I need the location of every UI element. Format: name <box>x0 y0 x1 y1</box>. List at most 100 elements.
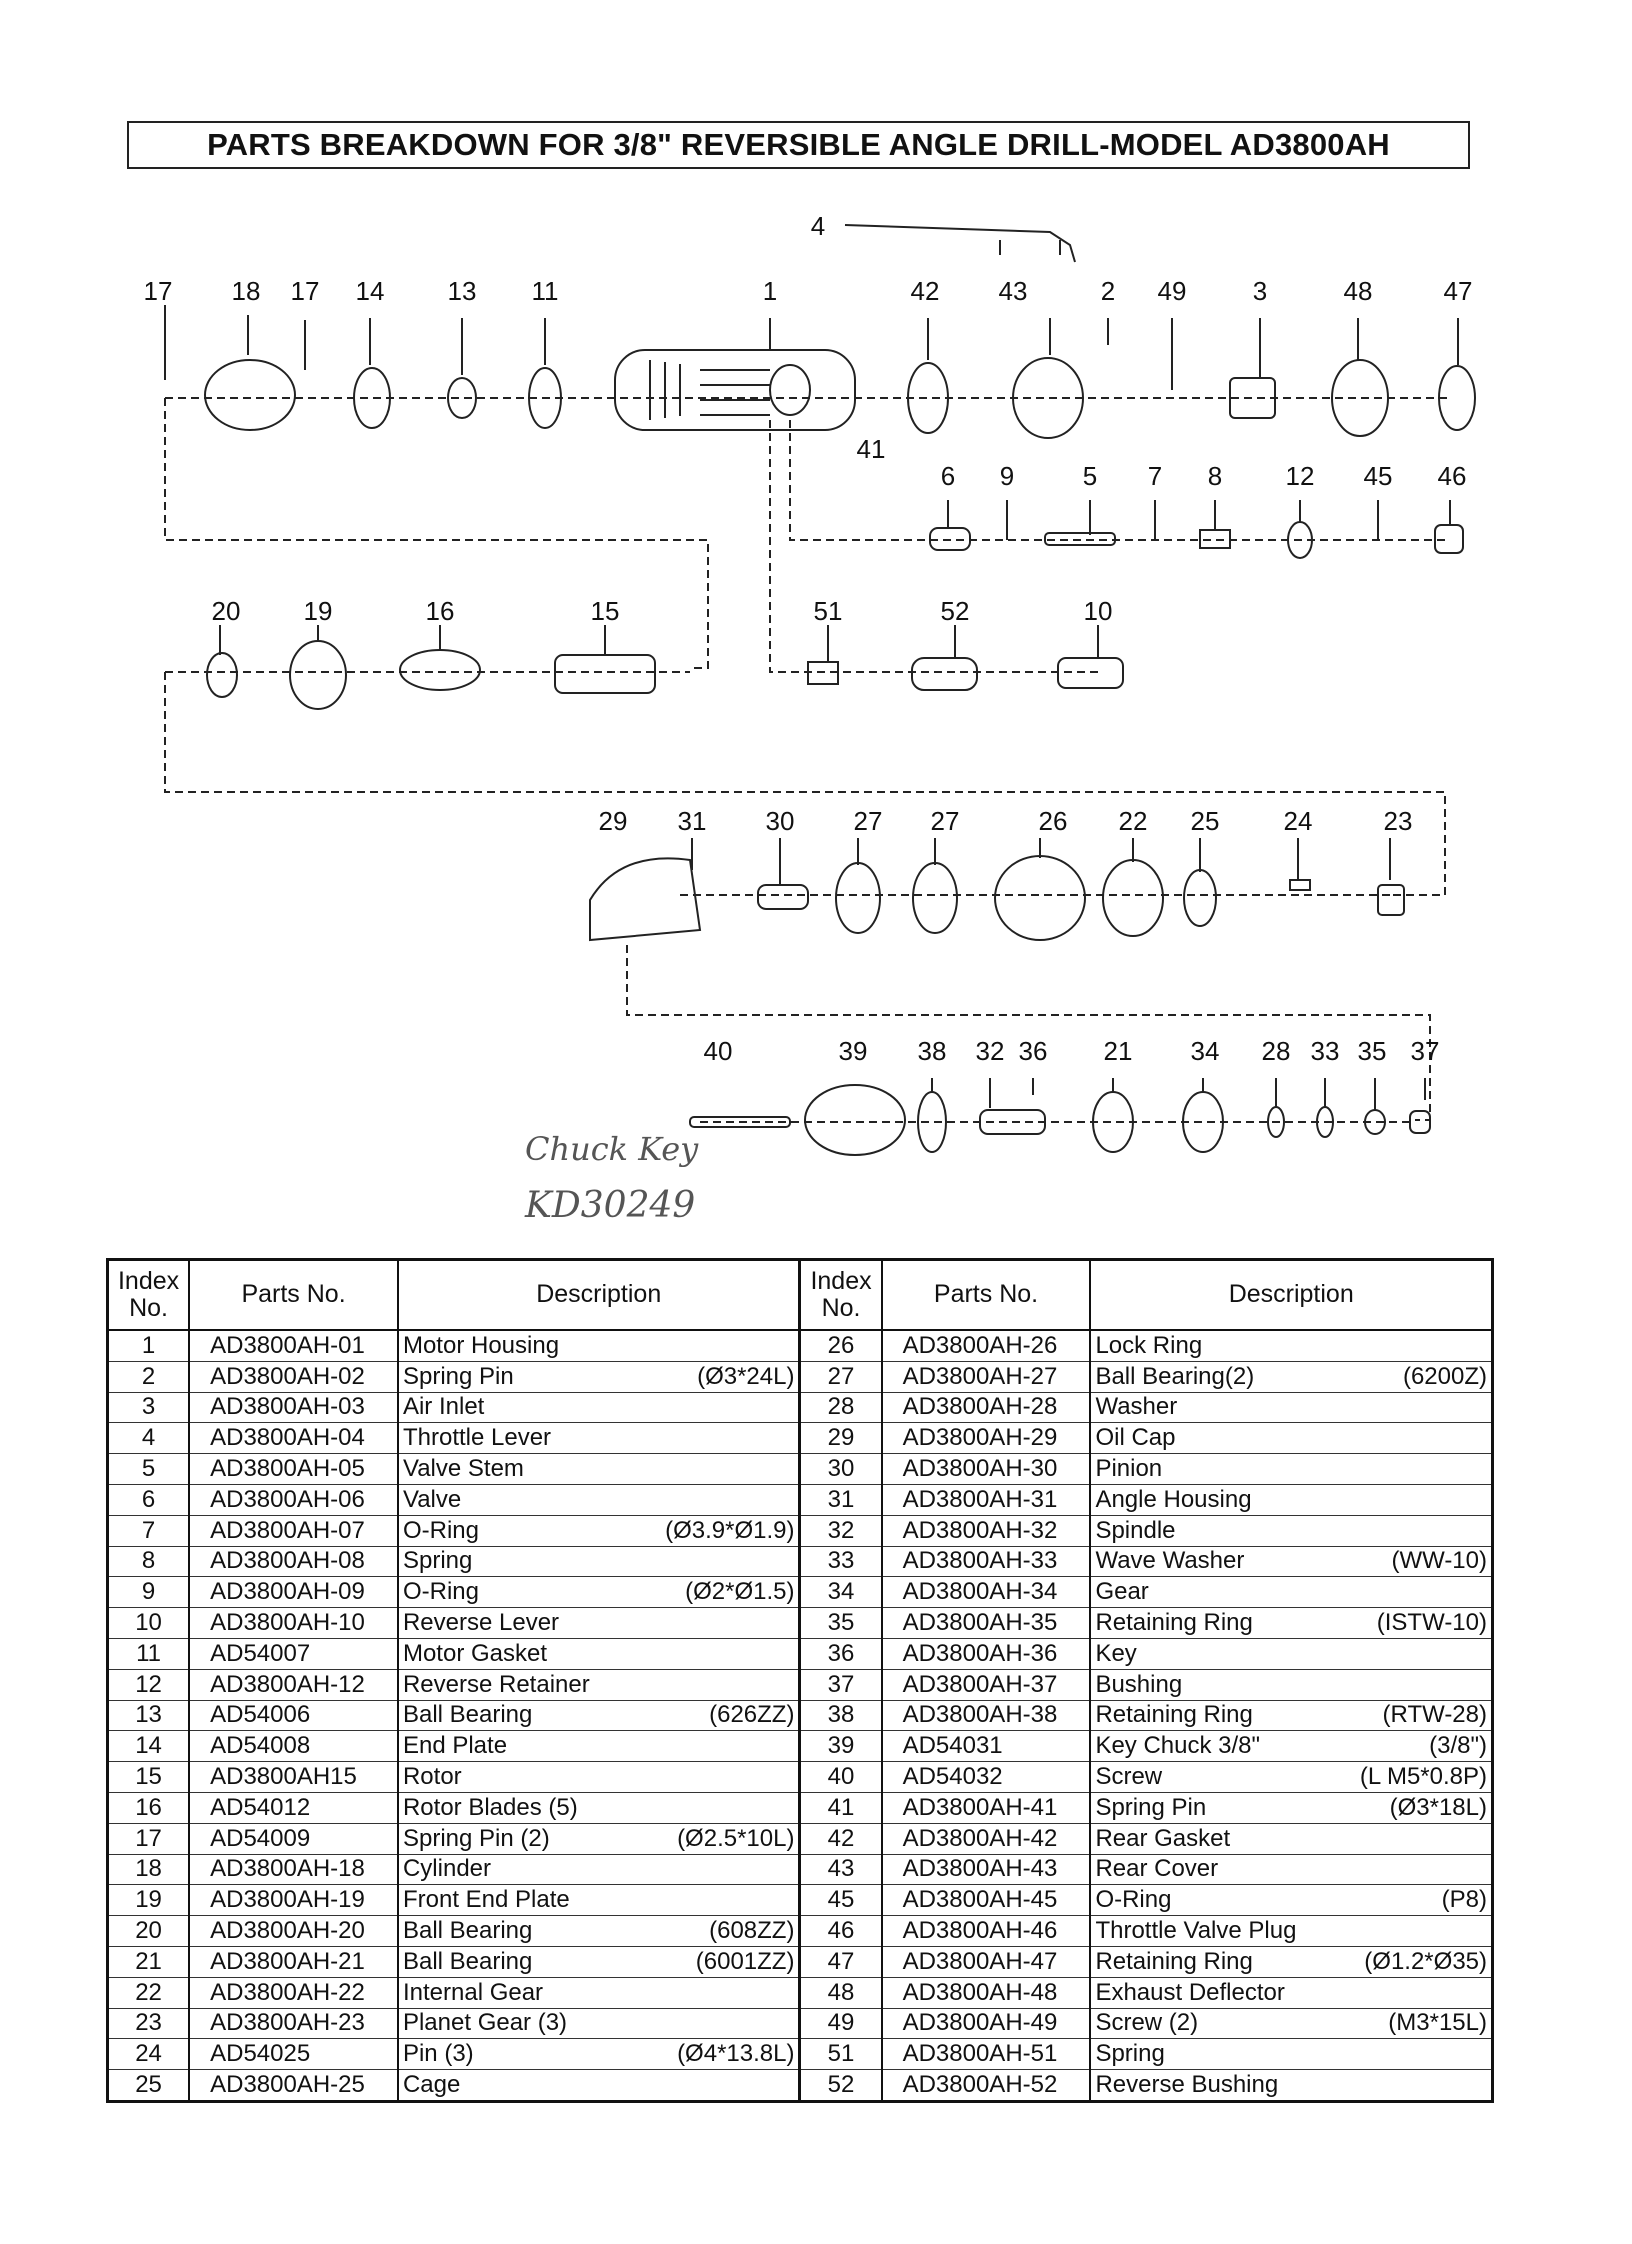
index-cell: 4 <box>106 1422 191 1455</box>
ball-bearing-20-part <box>206 652 238 698</box>
index-cell: 39 <box>798 1730 883 1763</box>
index-cell: 15 <box>106 1761 191 1793</box>
parts-no-cell: AD3800AH-12 <box>188 1668 399 1701</box>
description-cell: Oil Cap <box>1089 1422 1494 1455</box>
description-text: Lock Ring <box>1095 1331 1203 1359</box>
valve-stem-part <box>1044 532 1116 546</box>
description-spec: (Ø3*24L) <box>697 1362 795 1390</box>
index-cell: 47 <box>798 1945 883 1978</box>
index-cell: 29 <box>798 1422 883 1455</box>
part-label: 39 <box>839 1036 868 1066</box>
throttle-lever-part <box>844 224 1076 263</box>
parts-no-cell: AD3800AH-06 <box>188 1483 399 1516</box>
part-label: 52 <box>941 596 970 626</box>
description-cell: Spring Pin(Ø3*24L) <box>396 1360 801 1393</box>
part-label: 37 <box>1411 1036 1440 1066</box>
part-label: 12 <box>1286 461 1315 491</box>
description-cell: Valve Stem <box>396 1453 801 1485</box>
index-cell: 42 <box>798 1822 883 1855</box>
description-text: Bushing <box>1095 1670 1183 1698</box>
index-cell: 41 <box>798 1791 883 1824</box>
description-spec: (Ø2.5*10L) <box>677 1824 795 1852</box>
description-spec: (3/8") <box>1429 1732 1487 1760</box>
part-label: 9 <box>1000 461 1014 491</box>
part-label: 42 <box>911 276 940 306</box>
index-cell: 28 <box>798 1391 883 1424</box>
assembly-line-row1-down <box>164 398 709 669</box>
description-text: O-Ring <box>402 1516 479 1544</box>
end-plate-part <box>353 367 391 429</box>
handwritten-note-line1: Chuck Key <box>525 1130 699 1168</box>
description-cell: Spring <box>1089 2038 1494 2071</box>
description-text: Motor Housing <box>402 1331 560 1359</box>
part-label: 15 <box>591 596 620 626</box>
cylinder-part <box>204 359 296 431</box>
parts-no-cell: AD54006 <box>188 1699 399 1732</box>
description-cell: Lock Ring <box>1089 1329 1494 1362</box>
description-cell: Motor Gasket <box>396 1637 801 1670</box>
description-text: Air Inlet <box>402 1393 485 1421</box>
index-cell: 6 <box>106 1483 191 1516</box>
parts-no-cell: AD54025 <box>188 2038 399 2071</box>
index-cell: 26 <box>798 1329 883 1362</box>
part-label: 11 <box>532 276 559 306</box>
front-end-plate-part <box>289 640 347 710</box>
part-label: 45 <box>1364 461 1393 491</box>
part-label: 38 <box>918 1036 947 1066</box>
description-text: Key Chuck 3/8" <box>1095 1732 1261 1760</box>
description-cell: Pinion <box>1089 1453 1494 1485</box>
header-description-right: Description <box>1089 1258 1494 1331</box>
description-cell: Reverse Retainer <box>396 1668 801 1701</box>
description-text: Motor Gasket <box>402 1639 548 1667</box>
parts-no-cell: AD3800AH-35 <box>880 1607 1092 1639</box>
description-cell: Cage <box>396 2069 801 2102</box>
description-text: Ball Bearing <box>402 1947 533 1975</box>
index-cell: 21 <box>106 1945 191 1978</box>
part-label: 30 <box>766 806 795 836</box>
parts-no-cell: AD3800AH-27 <box>880 1360 1092 1393</box>
parts-no-cell: AD54008 <box>188 1730 399 1763</box>
parts-no-cell: AD3800AH-30 <box>880 1453 1092 1485</box>
index-cell: 19 <box>106 1884 191 1917</box>
description-text: Wave Washer <box>1095 1547 1245 1575</box>
parts-no-cell: AD3800AH-34 <box>880 1576 1092 1609</box>
parts-no-cell: AD3800AH-20 <box>188 1915 399 1947</box>
part-label: 20 <box>212 596 241 626</box>
description-cell: Internal Gear <box>396 1976 801 2009</box>
part-label: 2 <box>1101 276 1115 306</box>
description-text: Rotor Blades (5) <box>402 1793 578 1821</box>
part-label: 16 <box>426 596 455 626</box>
description-text: Cylinder <box>402 1855 491 1883</box>
index-cell: 49 <box>798 2007 883 2040</box>
description-text: Screw (2) <box>1095 2009 1199 2037</box>
index-cell: 9 <box>106 1576 191 1609</box>
description-cell: Spindle <box>1089 1514 1494 1547</box>
index-cell: 33 <box>798 1545 883 1578</box>
label-4: 4 <box>811 211 825 241</box>
parts-no-cell: AD3800AH-42 <box>880 1822 1092 1855</box>
description-cell: Planet Gear (3) <box>396 2007 801 2040</box>
description-text: End Plate <box>402 1732 508 1760</box>
parts-no-cell: AD3800AH-21 <box>188 1945 399 1978</box>
part-label: 25 <box>1191 806 1220 836</box>
index-cell: 8 <box>106 1545 191 1578</box>
description-cell: Gear <box>1089 1576 1494 1609</box>
index-cell: 45 <box>798 1884 883 1917</box>
header-description-left: Description <box>396 1258 801 1331</box>
index-cell: 16 <box>106 1791 191 1824</box>
part-label: 1 <box>763 276 777 306</box>
assembly-line-row3-down <box>626 945 1431 1121</box>
parts-no-cell: AD3800AH-01 <box>188 1329 399 1362</box>
parts-no-cell: AD3800AH-49 <box>880 2007 1092 2040</box>
description-cell: Washer <box>1089 1391 1494 1424</box>
